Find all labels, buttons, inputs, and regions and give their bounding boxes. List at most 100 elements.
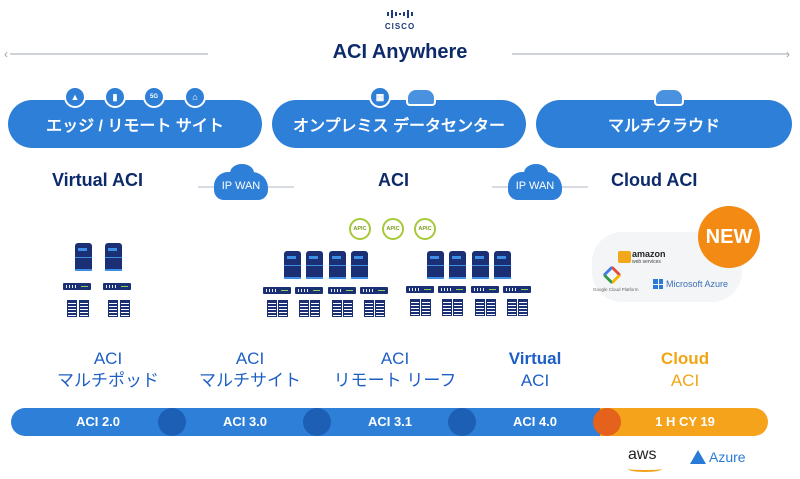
server-rack-icon <box>453 299 463 316</box>
server-rack-icon <box>332 300 342 317</box>
spine-switch-icon <box>351 251 368 279</box>
server-rack-icon <box>108 300 118 317</box>
spine-switch-icon <box>427 251 444 279</box>
amazon-web-services-logo: amazon web services <box>632 249 666 266</box>
server-rack-icon <box>375 300 385 317</box>
apic-controller: APIC <box>414 218 436 240</box>
cisco-logo: CISCO <box>369 8 431 36</box>
heading-aci: ACI <box>378 170 409 190</box>
location-edge-remote: エッジ / リモート サイト <box>8 100 262 148</box>
feature-multipod: ACI マルチポッド <box>38 348 178 392</box>
iot-home-icon: ⌂ <box>184 86 206 108</box>
cell-tower-icon: ▲ <box>64 86 86 108</box>
apic-controller: APIC <box>349 218 371 240</box>
timeline-separator-transition <box>593 408 621 436</box>
server-rack-icon <box>310 300 320 317</box>
azure-logo: Azure <box>690 449 746 465</box>
spine-switch-icon <box>449 251 466 279</box>
feature-line2: リモート リーフ <box>333 371 457 390</box>
leaf-switch-icon <box>328 287 356 294</box>
ip-wan-cloud-right: IP WAN <box>508 164 562 200</box>
apic-controller: APIC <box>382 218 404 240</box>
phone-icon: ▮ <box>104 86 126 108</box>
title-line-right <box>512 53 788 55</box>
location-label: マルチクラウド <box>607 118 720 135</box>
new-badge: NEW <box>698 206 760 268</box>
server-rack-icon <box>120 300 130 317</box>
server-rack-icon <box>507 299 517 316</box>
windows-icon <box>653 279 663 289</box>
server-rack-icon <box>343 300 353 317</box>
feature-virtual-aci: Virtual ACI <box>465 348 605 392</box>
aws-logo: aws <box>628 446 657 463</box>
timeline-separator <box>303 408 331 436</box>
cloud-icon <box>406 88 436 106</box>
server-rack-icon <box>364 300 374 317</box>
feature-cloud-aci: Cloud ACI <box>615 348 755 392</box>
cloud-icon <box>654 88 684 106</box>
feature-line1: Virtual <box>508 349 562 368</box>
spine-switch-icon <box>306 251 323 279</box>
leaf-switch-icon <box>438 286 466 293</box>
server-rack-icon <box>475 299 485 316</box>
title-line-left <box>10 53 208 55</box>
spine-switch-icon <box>75 243 92 271</box>
leaf-switch-icon <box>63 283 91 290</box>
timeline-milestone: ACI 2.0 <box>75 414 121 429</box>
location-on-prem-dc: オンプレミス データセンター <box>272 100 526 148</box>
leaf-switch-icon <box>263 287 291 294</box>
leaf-switch-icon <box>295 287 323 294</box>
microsoft-azure-logo: Microsoft Azure <box>653 279 728 289</box>
arrow-left-icon: ‹ <box>4 47 8 61</box>
timeline-milestone: ACI 4.0 <box>512 414 558 429</box>
timeline-milestone: 1 H CY 19 <box>655 414 715 429</box>
server-rack-icon <box>486 299 496 316</box>
feature-line2: ACI <box>520 371 550 390</box>
5g-icon: 5G <box>143 86 165 108</box>
spine-switch-icon <box>472 251 489 279</box>
server-rack-icon <box>278 300 288 317</box>
feature-line2: マルチサイト <box>199 371 301 390</box>
building-icon: ▦ <box>369 86 391 108</box>
timeline-milestone: ACI 3.1 <box>367 414 413 429</box>
spine-switch-icon <box>105 243 122 271</box>
aws-smile-icon <box>628 466 662 472</box>
timeline-separator <box>158 408 186 436</box>
leaf-switch-icon <box>471 286 499 293</box>
heading-cloud-aci: Cloud ACI <box>611 170 698 190</box>
feature-line1: Cloud <box>660 349 710 368</box>
feature-multisite: ACI マルチサイト <box>180 348 320 392</box>
location-label: オンプレミス データセンター <box>293 118 505 135</box>
timeline-milestone: ACI 3.0 <box>222 414 268 429</box>
leaf-switch-icon <box>103 283 131 290</box>
timeline-upcoming <box>600 408 768 436</box>
cisco-bars-icon <box>369 8 431 20</box>
location-label: エッジ / リモート サイト <box>46 118 224 135</box>
server-rack-icon <box>299 300 309 317</box>
spine-switch-icon <box>329 251 346 279</box>
azure-icon <box>690 450 706 464</box>
feature-line1: ACI <box>380 349 410 368</box>
feature-line2: マルチポッド <box>57 371 159 390</box>
server-rack-icon <box>67 300 77 317</box>
leaf-switch-icon <box>406 286 434 293</box>
feature-line1: ACI <box>93 349 123 368</box>
server-rack-icon <box>79 300 89 317</box>
timeline-separator <box>448 408 476 436</box>
server-rack-icon <box>410 299 420 316</box>
feature-line1: ACI <box>235 349 265 368</box>
server-rack-icon <box>442 299 452 316</box>
aws-cube-icon <box>618 251 631 263</box>
feature-remote-leaf: ACI リモート リーフ <box>325 348 465 392</box>
spine-switch-icon <box>284 251 301 279</box>
leaf-switch-icon <box>503 286 531 293</box>
server-rack-icon <box>421 299 431 316</box>
google-cloud-platform-logo: Google Cloud Platform <box>593 287 639 292</box>
spine-switch-icon <box>494 251 511 279</box>
arrow-right-icon: › <box>786 47 790 61</box>
location-multicloud: マルチクラウド <box>536 100 792 148</box>
server-rack-icon <box>267 300 277 317</box>
server-rack-icon <box>518 299 528 316</box>
page-title: ACI Anywhere <box>332 41 468 63</box>
cisco-wordmark: CISCO <box>384 22 416 31</box>
